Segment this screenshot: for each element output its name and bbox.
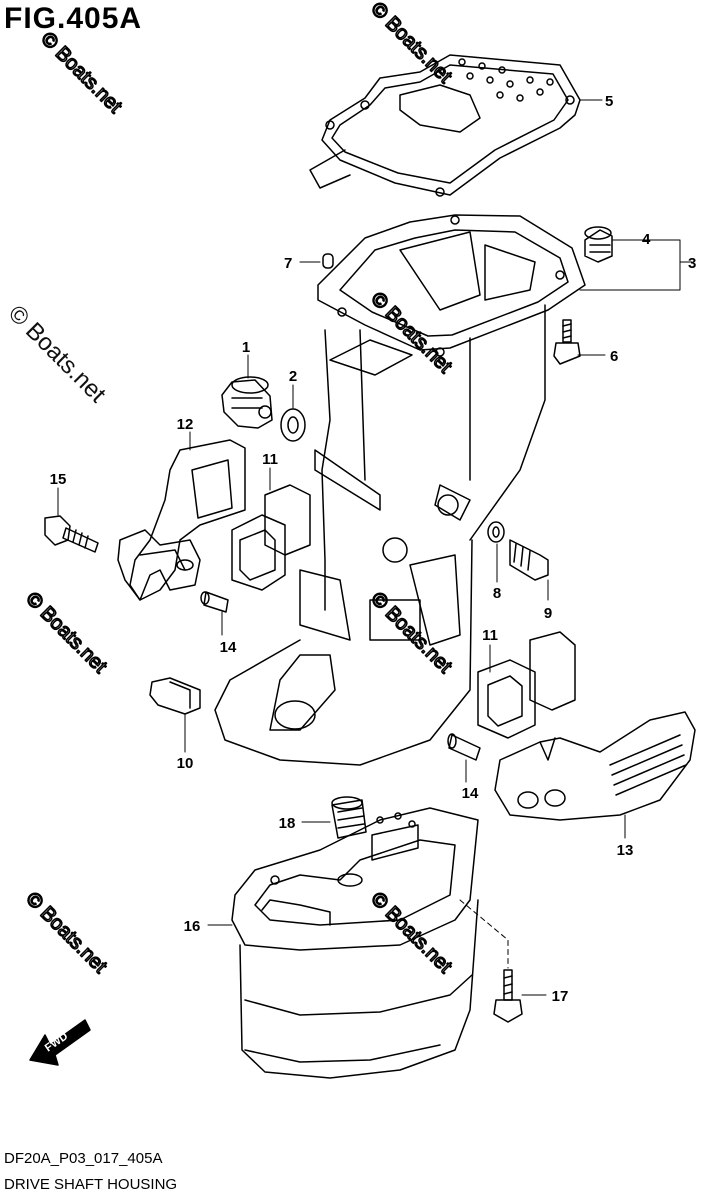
part-14-pin-upper <box>200 591 229 613</box>
part-11-mount-upper <box>231 484 311 591</box>
callout-11-lower: 11 <box>482 627 498 644</box>
callout-5: 5 <box>605 93 613 110</box>
watermark-text: © Boats.net <box>21 888 111 978</box>
part-18-plug <box>331 796 367 839</box>
callout-2: 2 <box>289 368 297 385</box>
callout-1: 1 <box>242 339 250 356</box>
part-14-pin-lower <box>447 733 481 761</box>
callout-3: 3 <box>688 255 696 272</box>
callout-6: 6 <box>610 348 618 365</box>
figure-title: FIG.405A <box>4 2 143 35</box>
callout-18: 18 <box>279 815 296 832</box>
part-7-pin <box>322 253 334 269</box>
leader-lines <box>57 99 693 996</box>
callout-13: 13 <box>617 842 634 859</box>
part-16-cover <box>231 807 479 1079</box>
drawing-code: DF20A_P03_017_405A <box>4 1150 163 1167</box>
part-1-grommet <box>221 376 273 429</box>
callout-11-upper: 11 <box>262 451 278 468</box>
watermark-text: © Boats.net <box>366 588 456 678</box>
part-12-bracket <box>117 439 246 601</box>
part-10-damper <box>149 677 201 715</box>
callout-10: 10 <box>177 755 194 772</box>
watermark-text: © Boats.net <box>36 28 126 118</box>
callout-9: 9 <box>544 605 552 622</box>
callout-15: 15 <box>50 471 67 488</box>
callout-16: 16 <box>184 918 201 935</box>
part-13-bracket <box>494 711 696 821</box>
part-gasket <box>309 54 581 197</box>
callout-8: 8 <box>493 585 501 602</box>
part-15-bolt <box>44 515 99 553</box>
callout-12: 12 <box>177 416 194 433</box>
callout-14-upper: 14 <box>220 639 237 656</box>
watermark-text: © Boats.net <box>366 0 456 88</box>
part-9-plug <box>509 539 549 581</box>
callout-14-lower: 14 <box>462 785 479 802</box>
part-drive-shaft-housing <box>214 214 586 766</box>
callout-7: 7 <box>284 255 292 272</box>
watermark-text: © Boats.net <box>366 888 456 978</box>
part-11-mount-lower <box>477 631 576 739</box>
part-4-plug <box>584 226 613 263</box>
callout-4: 4 <box>642 231 651 248</box>
part-2-seal <box>280 408 306 442</box>
part-17-bolt <box>493 969 523 1023</box>
watermark-text: © Boats.net <box>21 588 111 678</box>
watermark-text: © Boats.net <box>366 288 456 378</box>
figure-caption: DRIVE SHAFT HOUSING <box>4 1176 178 1193</box>
part-6-bolt <box>553 319 581 365</box>
fwd-arrow: FWD <box>29 1019 91 1066</box>
part-8-washer <box>487 521 505 543</box>
callout-17: 17 <box>552 988 569 1005</box>
